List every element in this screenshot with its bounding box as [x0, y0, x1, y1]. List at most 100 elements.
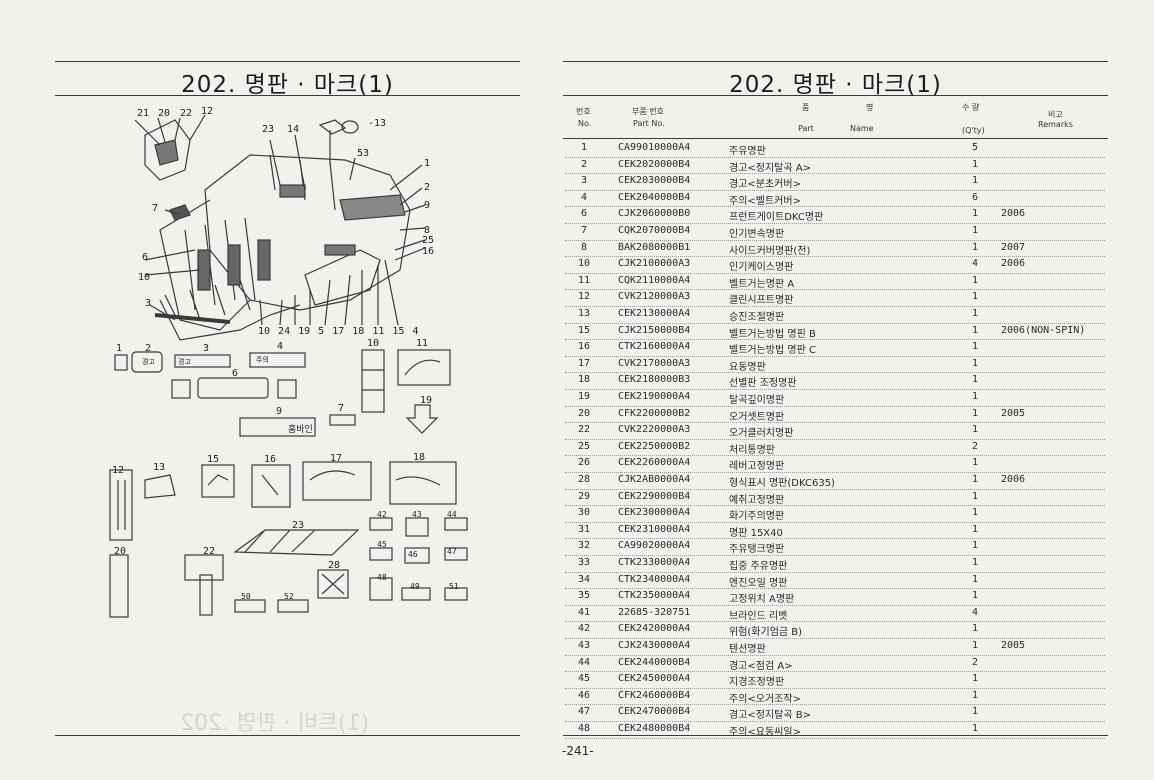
- row-part-name: 주의<오거조작>: [729, 693, 801, 705]
- row-part-no: CEK2470000B4: [618, 706, 691, 718]
- row-part-no: CEK2450000A4: [618, 673, 691, 685]
- row-number: 44: [577, 656, 591, 668]
- callout-row: 10 24 19 5 17 18 11 15 4: [258, 326, 419, 337]
- row-qty: 1: [971, 523, 979, 535]
- row-number: 29: [577, 490, 591, 502]
- row-part-name: 사이드커버명판(전): [729, 245, 811, 257]
- row-qty: 1: [971, 308, 979, 319]
- sticker-18: 18: [413, 452, 426, 463]
- row-part-no: CTK2160000A4: [618, 341, 691, 353]
- sticker-text-warning-1: 경고: [142, 358, 155, 366]
- row-part-name: 오거셋트명판: [729, 411, 785, 423]
- row-number: 31: [577, 523, 591, 535]
- row-part-name: 처리통명판: [729, 444, 775, 456]
- row-part-name: 주유탱크명판: [729, 544, 785, 556]
- page-number: -241-: [562, 744, 594, 758]
- row-part-no: CEK2190000A4: [618, 391, 691, 402]
- row-part-no: CEK2260000A4: [618, 457, 691, 469]
- row-part-no: CEK2130000A4: [618, 308, 691, 319]
- row-part-no: CJK2060000B0: [618, 208, 691, 220]
- row-remarks: 2007: [1001, 241, 1026, 253]
- row-qty: 2: [971, 440, 979, 452]
- row-remarks: 2005: [1001, 640, 1026, 651]
- hdr-remarks-en: Remarks: [1038, 120, 1073, 129]
- row-number: 7: [580, 225, 588, 236]
- sticker-44: 44: [447, 510, 457, 519]
- parts-diagram: [109, 114, 468, 618]
- row-part-no: CEK2030000B4: [618, 175, 691, 187]
- row-remarks: 2006(NON-SPIN): [1001, 324, 1086, 336]
- row-part-no: CQK2070000B4: [618, 225, 691, 236]
- row-part-name: 경고<점검 A>: [729, 660, 793, 672]
- row-qty: 4: [971, 606, 979, 618]
- callout-21: 21: [137, 108, 150, 119]
- row-part-name: 인기케이스명판: [729, 262, 794, 274]
- row-part-no: CEK2020000B4: [618, 158, 691, 170]
- row-part-name: 명판 15X40: [729, 527, 783, 539]
- row-qty: 1: [971, 241, 979, 253]
- callout-20: 20: [158, 108, 171, 119]
- hdr-name-kr1: 품: [802, 103, 810, 112]
- row-part-no: CEK2290000B4: [618, 490, 691, 502]
- sticker-43: 43: [412, 510, 422, 519]
- row-part-no: CFK2460000B4: [618, 689, 691, 701]
- row-part-name: 오거클러치명판: [729, 428, 794, 440]
- row-number: 18: [577, 374, 591, 386]
- hdr-remarks-kr: 비고: [1048, 110, 1063, 119]
- sticker-42: 42: [377, 510, 387, 519]
- row-qty: 5: [971, 142, 979, 153]
- callout-6: 6: [142, 252, 149, 263]
- hdr-part-kr: 부품 번호: [632, 107, 664, 116]
- row-part-no: CEK2480000B4: [618, 723, 691, 734]
- row-number: 6: [580, 208, 588, 220]
- bleed-through-title: (1)트비 · 판명 .202: [180, 711, 370, 736]
- row-part-no: CJK2AB0000A4: [618, 474, 691, 485]
- sticker-1: 1: [116, 343, 123, 354]
- row-number: 34: [577, 573, 591, 585]
- row-number: 41: [577, 606, 591, 618]
- row-qty: 1: [971, 573, 979, 585]
- row-number: 42: [577, 623, 591, 635]
- row-qty: 1: [971, 324, 979, 336]
- row-part-no: 22685-320751: [618, 606, 691, 618]
- row-part-no: CVK2120000A3: [618, 291, 691, 303]
- row-number: 20: [577, 407, 591, 419]
- row-number: 15: [577, 324, 591, 336]
- row-number: 3: [580, 175, 588, 187]
- right-bottom-rule: [563, 735, 1108, 736]
- row-number: 17: [577, 357, 591, 369]
- row-part-no: CEK2250000B2: [618, 440, 691, 452]
- row-number: 10: [577, 258, 591, 270]
- row-part-name: 지경조정명판: [729, 677, 785, 689]
- sticker-9: 9: [276, 406, 283, 417]
- row-part-name: 클린시프트명판: [729, 295, 794, 307]
- row-part-no: CEK2300000A4: [618, 507, 691, 519]
- right-top-rule: [563, 61, 1108, 62]
- row-part-name: 엔진오일 명판: [729, 577, 788, 589]
- hdr-no-en: No.: [578, 119, 592, 128]
- row-part-name: 브라인드 리벳: [729, 610, 788, 622]
- row-qty: 1: [971, 391, 979, 402]
- row-part-name: 형식표시 명판(DKC635): [729, 478, 835, 489]
- row-qty: 1: [971, 424, 979, 436]
- row-part-name: 벨트거는명판 A: [729, 278, 795, 290]
- sticker-20: 20: [114, 546, 127, 557]
- sticker-51: 51: [449, 582, 459, 591]
- row-part-name: 승진조절명판: [729, 312, 785, 323]
- row-number: 12: [577, 291, 591, 303]
- row-qty: 1: [971, 357, 979, 369]
